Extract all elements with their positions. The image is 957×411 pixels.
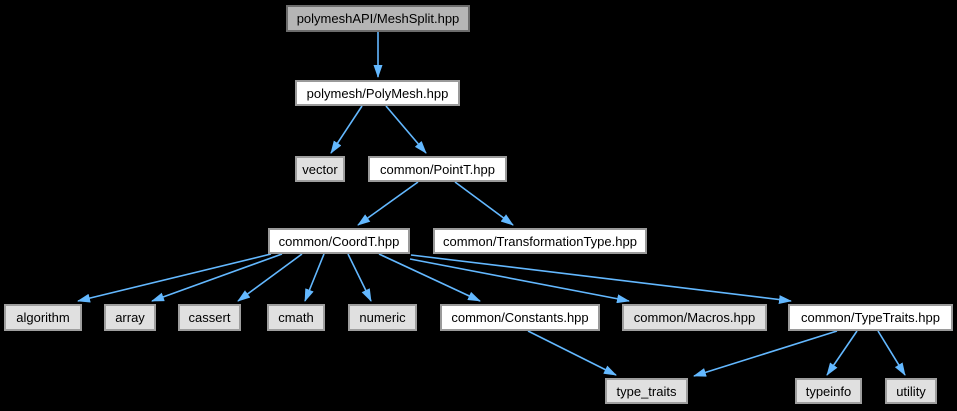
edge-polymesh-to-vector [330, 105, 363, 154]
node-type_traits: type_traits [605, 378, 688, 404]
edge-typetraits-to-typeinfo [826, 330, 858, 376]
edge-coordt-to-macros [409, 258, 630, 304]
node-cassert: cassert [178, 304, 241, 331]
edge-coordt-to-typetraits [410, 254, 792, 305]
edge-coordt-to-constants [378, 253, 481, 302]
node-meshsplit: polymeshAPI/MeshSplit.hpp [286, 5, 470, 32]
edge-typetraits-to-utility [877, 330, 906, 376]
node-array: array [104, 304, 156, 331]
node-numeric: numeric [348, 304, 417, 331]
node-transformationtype[interactable]: common/TransformationType.hpp [433, 228, 647, 254]
edge-polymesh-to-pointt [385, 105, 427, 154]
edge-coordt-to-algorithm [77, 253, 272, 303]
node-constants[interactable]: common/Constants.hpp [440, 304, 600, 331]
edge-typetraits-to-type_traits [693, 330, 838, 377]
edge-pointt-to-transformationtype [454, 181, 514, 226]
node-typeinfo: typeinfo [795, 378, 862, 404]
node-coordt[interactable]: common/CoordT.hpp [268, 228, 410, 254]
edge-coordt-to-array [151, 253, 283, 302]
node-cmath: cmath [267, 304, 325, 331]
node-utility: utility [885, 378, 937, 404]
edge-pointt-to-coordt [357, 181, 419, 226]
edge-constants-to-type_traits [527, 330, 617, 376]
edge-coordt-to-numeric [347, 253, 372, 302]
edge-coordt-to-cassert [237, 253, 303, 302]
node-algorithm: algorithm [4, 304, 82, 331]
edge-coordt-to-cmath [304, 253, 325, 302]
node-typetraits[interactable]: common/TypeTraits.hpp [788, 304, 953, 331]
node-vector: vector [295, 156, 345, 182]
node-pointt[interactable]: common/PointT.hpp [368, 156, 507, 182]
node-polymesh[interactable]: polymesh/PolyMesh.hpp [295, 80, 460, 106]
node-macros: common/Macros.hpp [622, 304, 767, 331]
